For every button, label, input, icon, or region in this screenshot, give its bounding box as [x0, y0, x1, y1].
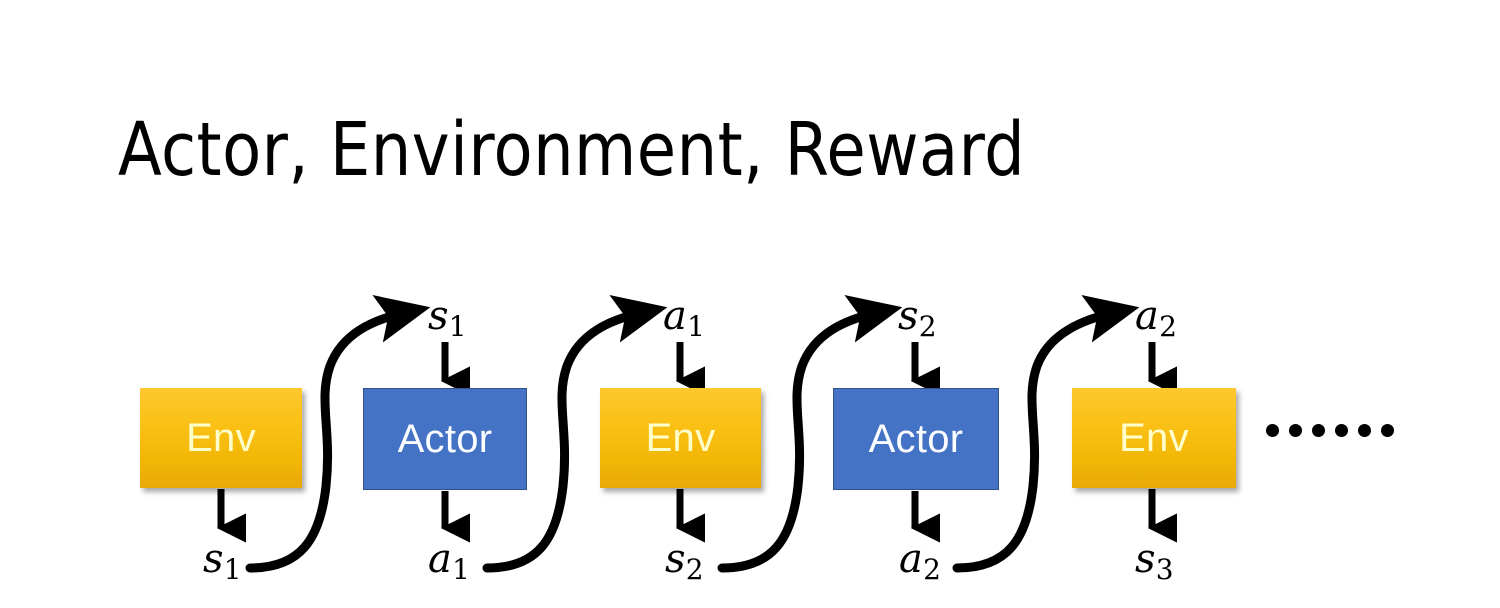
subscript: 1: [687, 310, 705, 344]
ellipsis-dot: [1289, 424, 1302, 437]
symbol: s: [1135, 536, 1156, 582]
top-label-s1: s1: [428, 293, 467, 341]
node-label: Actor: [397, 417, 493, 461]
subscript: 2: [685, 553, 704, 587]
subscript: 1: [223, 553, 242, 587]
node-box-env-3[interactable]: Env: [1072, 388, 1236, 488]
bottom-label-a2: a2: [899, 536, 941, 584]
input-arrows-group: [440, 342, 1178, 396]
subscript: 1: [452, 553, 470, 587]
output-arrows-group: [216, 489, 1178, 543]
bottom-label-a1: a1: [428, 536, 470, 584]
ellipsis-dot-group-2: [1335, 424, 1394, 437]
symbol: a: [899, 536, 923, 582]
symbol: s: [665, 536, 686, 582]
bottom-label-s2: s2: [665, 536, 704, 584]
page-title: Actor, Environment, Reward: [118, 107, 1026, 193]
symbol: a: [663, 293, 687, 339]
node-label: Env: [645, 416, 716, 460]
ellipsis-dot: [1335, 424, 1348, 437]
node-box-env-1[interactable]: Env: [140, 388, 302, 488]
ellipsis-dot: [1312, 424, 1325, 437]
node-box-actor-1[interactable]: Actor: [363, 388, 527, 490]
ellipsis-dot-group-1: [1266, 424, 1325, 437]
top-label-a2: a2: [1135, 293, 1177, 341]
symbol: a: [428, 536, 452, 582]
subscript: 3: [1155, 553, 1174, 587]
subscript: 1: [448, 310, 467, 344]
node-label: Actor: [868, 417, 964, 461]
subscript: 2: [918, 310, 937, 344]
subscript: 2: [1159, 310, 1177, 344]
ellipsis-dot: [1381, 424, 1394, 437]
symbol: s: [203, 536, 224, 582]
ellipsis-dot: [1266, 424, 1279, 437]
node-label: Env: [1119, 416, 1189, 460]
node-label: Env: [186, 416, 256, 460]
symbol: s: [428, 293, 449, 339]
subscript: 2: [923, 553, 941, 587]
symbol: a: [1135, 293, 1159, 339]
node-box-actor-2[interactable]: Actor: [833, 388, 999, 490]
bottom-label-s3: s3: [1135, 536, 1174, 584]
top-label-a1: a1: [663, 293, 705, 341]
node-box-env-2[interactable]: Env: [600, 388, 761, 488]
ellipsis-dot: [1358, 424, 1371, 437]
symbol: s: [898, 293, 919, 339]
bottom-label-s1: s1: [203, 536, 242, 584]
ellipsis-continuation: [1266, 424, 1394, 437]
top-label-s2: s2: [898, 293, 937, 341]
